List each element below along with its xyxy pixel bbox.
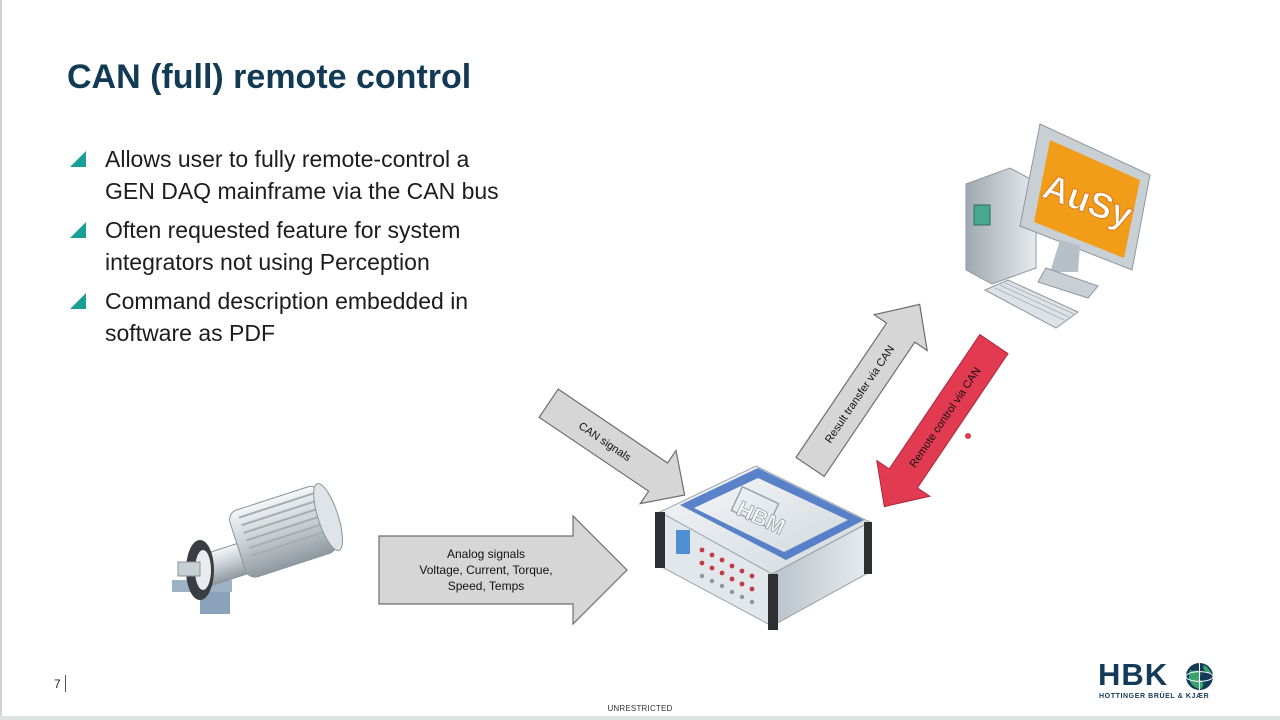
- globe-icon: [1185, 662, 1214, 691]
- analog-arrow-line: Analog signals: [447, 547, 525, 561]
- motor-illustration: [172, 483, 344, 614]
- left-border: [0, 0, 2, 720]
- can-signals-arrow: CAN signals: [538, 388, 686, 505]
- teal-triangle-icon: [70, 151, 86, 167]
- motor-coupling: [177, 561, 201, 577]
- pointer-dot: [964, 432, 972, 440]
- daq-mainframe: HBM: [655, 465, 872, 630]
- bullet-item: Allows user to fully remote-control a GE…: [70, 143, 590, 207]
- bullet-line: GEN DAQ mainframe via the CAN bus: [105, 178, 499, 204]
- bullet-line: integrators not using Perception: [105, 249, 430, 275]
- logo-text: HBK: [1098, 657, 1169, 692]
- bottom-border: [0, 716, 1280, 720]
- page-number: 7: [54, 677, 61, 691]
- bullet-item: Command description embedded in software…: [70, 285, 590, 349]
- bullet-line: Allows user to fully remote-control a: [105, 146, 470, 172]
- page-separator: [65, 675, 66, 692]
- teal-triangle-icon: [70, 222, 86, 238]
- logo-subtitle: HOTTINGER BRÜEL & KJÆR: [1099, 693, 1210, 700]
- bullet-line: software as PDF: [105, 320, 275, 346]
- motor-foot: [200, 592, 230, 614]
- slide-title: CAN (full) remote control: [67, 58, 472, 96]
- remote-control-label: Remote control via CAN: [908, 365, 984, 470]
- analog-arrow-line: Voltage, Current, Torque,: [419, 563, 552, 577]
- classification-label: UNRESTRICTED: [607, 704, 673, 713]
- bullet-item: Often requested feature for system integ…: [70, 214, 590, 278]
- remote-control-arrow: [876, 333, 1009, 508]
- bullet-line: Often requested feature for system: [105, 217, 461, 243]
- pc-illustration: AuSy: [965, 123, 1151, 329]
- bullet-list: Allows user to fully remote-control a GE…: [70, 143, 590, 356]
- result-transfer-label: Result transfer via CAN: [823, 343, 897, 445]
- bullet-line: Command description embedded in: [105, 288, 469, 314]
- motor-hub: [195, 550, 211, 590]
- analog-signals-arrow: Analog signals Voltage, Current, Torque,…: [378, 514, 628, 626]
- teal-triangle-icon: [70, 293, 86, 309]
- analog-arrow-line: Speed, Temps: [448, 579, 525, 593]
- motor-body: [229, 483, 344, 578]
